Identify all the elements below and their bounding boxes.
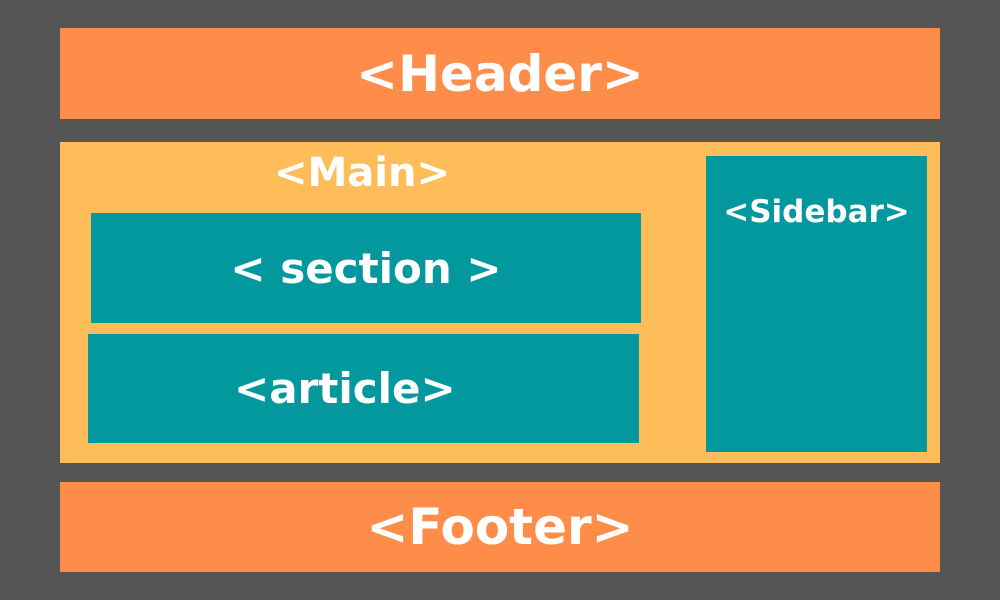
sidebar-block: <Sidebar> [706,156,927,452]
sidebar-label: <Sidebar> [723,194,910,230]
header-block: <Header> [60,28,940,119]
header-label: <Header> [356,44,644,103]
main-label: <Main> [273,150,450,196]
footer-block: <Footer> [60,482,940,572]
article-label: <article> [234,364,456,413]
section-block: < section > [91,213,641,323]
article-block: <article> [88,334,639,443]
section-label: < section > [230,243,502,293]
footer-label: <Footer> [366,498,634,556]
